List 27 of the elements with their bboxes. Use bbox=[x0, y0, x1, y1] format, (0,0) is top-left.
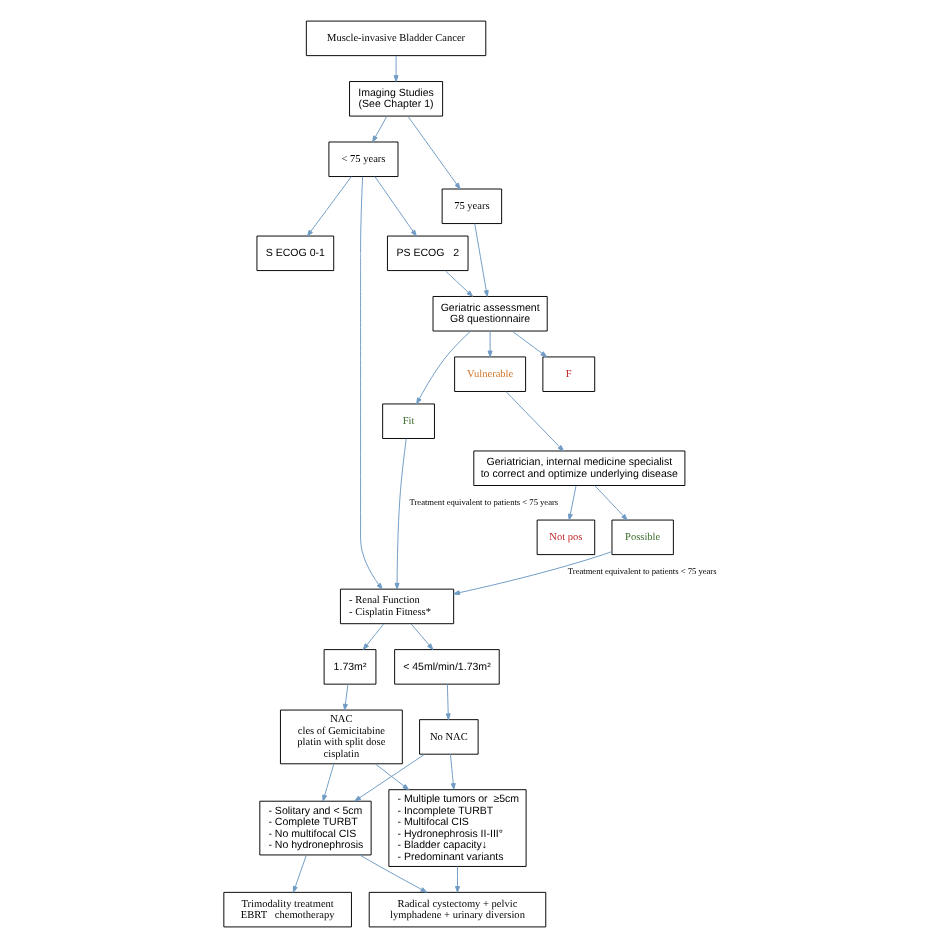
arrow bbox=[443, 270, 473, 297]
arrow bbox=[448, 753, 455, 790]
arrow bbox=[593, 485, 627, 521]
arrow bbox=[359, 176, 382, 590]
arrow bbox=[486, 330, 492, 358]
arrow bbox=[358, 854, 427, 893]
arrow bbox=[504, 391, 563, 452]
arrow bbox=[452, 551, 612, 596]
arrow bbox=[393, 438, 406, 590]
arrow bbox=[291, 854, 306, 893]
arrow bbox=[371, 115, 387, 143]
arrow bbox=[473, 223, 488, 297]
arrow bbox=[454, 866, 459, 893]
arrow bbox=[415, 330, 470, 405]
arrow bbox=[444, 683, 450, 721]
arrow bbox=[406, 115, 460, 190]
arrow bbox=[361, 623, 384, 650]
arrow bbox=[373, 763, 409, 791]
arrow bbox=[373, 176, 416, 237]
arrow bbox=[305, 176, 351, 237]
arrow bbox=[510, 330, 547, 358]
arrow bbox=[353, 753, 424, 802]
arrow bbox=[392, 55, 398, 82]
arrow bbox=[566, 485, 576, 521]
arrow bbox=[409, 623, 433, 650]
arrow bbox=[321, 763, 334, 802]
arrow bbox=[341, 683, 348, 711]
